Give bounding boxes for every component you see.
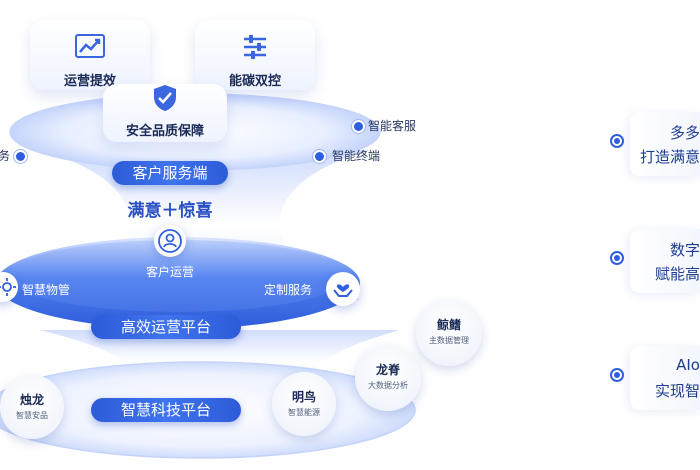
tier-efficient-ops[interactable]: 高效运营平台 — [91, 315, 241, 339]
node-subtitle: 智慧安品 — [16, 411, 48, 420]
chart-trend-icon — [75, 34, 105, 58]
label-customer-ops: 客户运营 — [145, 265, 194, 279]
right-card[interactable]: AIo 实现智 — [630, 346, 700, 410]
label-left-cut: 务 — [0, 149, 11, 163]
node-longji[interactable]: 龙脊 大数据分析 — [355, 345, 421, 411]
person-icon — [158, 229, 182, 253]
right-card[interactable]: 多多 打造满意 — [630, 112, 700, 176]
label-custom-service: 定制服务 — [264, 283, 313, 297]
tile-energy-carbon[interactable]: 能碳双控 — [195, 20, 315, 90]
target-marker — [610, 368, 624, 382]
node-subtitle: 智慧能源 — [288, 408, 320, 417]
tile-label: 安全品质保障 — [125, 124, 204, 139]
smart-property-badge[interactable] — [0, 272, 18, 302]
right-card-line2: 打造满意 — [639, 148, 700, 166]
tagline: 满意＋惊喜 — [127, 201, 213, 221]
right-card-line1: AIo — [676, 356, 700, 374]
tile-safety-quality[interactable]: 安全品质保障 — [103, 84, 227, 142]
node-mingniao[interactable]: 明鸟 智慧能源 — [272, 372, 336, 436]
node-zhulong[interactable]: 烛龙 智慧安品 — [0, 375, 64, 439]
node-title: 明鸟 — [291, 390, 316, 404]
node-subtitle: 大数据分析 — [368, 381, 408, 390]
tier-smart-tech[interactable]: 智慧科技平台 — [91, 398, 241, 422]
right-card-line2: 实现智 — [654, 382, 700, 400]
bullet-dot — [313, 150, 326, 163]
right-card-line1: 多多 — [669, 124, 700, 142]
custom-service-badge[interactable] — [326, 272, 360, 306]
customer-ops-badge[interactable] — [154, 225, 186, 257]
shield-check-icon — [154, 85, 176, 111]
bullet-dot — [14, 150, 27, 163]
sliders-icon — [244, 35, 266, 59]
target-marker — [610, 134, 624, 148]
bullet-dot — [352, 120, 365, 133]
label-smart-terminal: 智能终端 — [332, 149, 381, 163]
label-smart-service: 智能客服 — [368, 119, 417, 133]
right-card[interactable]: 数字 赋能高 — [630, 229, 700, 293]
node-subtitle: 主数据管理 — [429, 336, 469, 345]
tile-label: 运营提效 — [63, 74, 116, 89]
hands-heart-icon — [333, 284, 353, 297]
right-card-line1: 数字 — [669, 241, 700, 259]
tile-label: 能碳双控 — [228, 74, 281, 89]
node-title: 鲸鳍 — [436, 318, 461, 332]
node-title: 烛龙 — [19, 393, 44, 407]
sun-icon — [0, 278, 16, 296]
target-marker — [610, 251, 624, 265]
node-title: 龙脊 — [375, 363, 400, 377]
tier-customer-service[interactable]: 客户服务端 — [112, 161, 228, 185]
tile-ops-efficiency[interactable]: 运营提效 — [30, 20, 150, 90]
right-card-line2: 赋能高 — [654, 265, 700, 283]
label-smart-property: 智慧物管 — [22, 283, 71, 297]
node-jingqi[interactable]: 鲸鳍 主数据管理 — [416, 300, 482, 366]
